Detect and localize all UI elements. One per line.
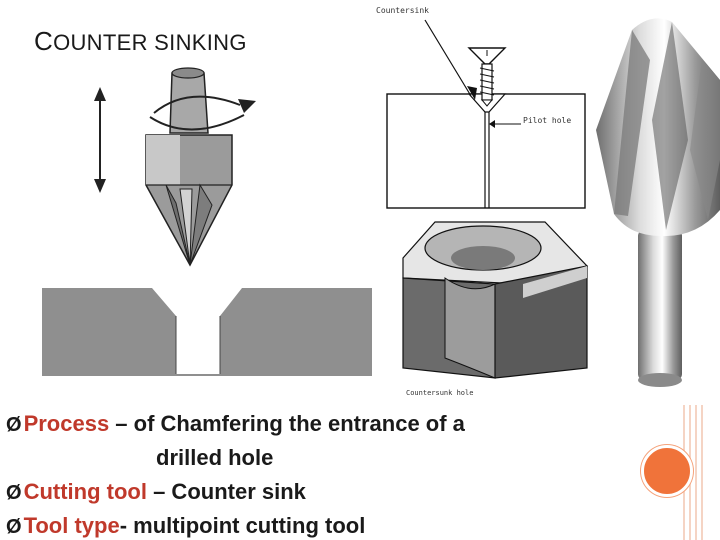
bullet-process-label: Process (24, 411, 110, 436)
countersink-tool-illustration (80, 65, 280, 280)
bullet-tool-type: ØTool type- multipoint cutting tool (6, 513, 365, 539)
decorative-circle (641, 445, 693, 497)
bullet-cutting-tool-text: – Counter sink (147, 479, 306, 504)
title-rest: OUNTER SINKING (53, 30, 247, 55)
countersink-bit-photo (592, 0, 720, 395)
bullet-cutting-tool: ØCutting tool – Counter sink (6, 479, 306, 505)
feed-arrow-icon (94, 87, 106, 193)
screw-countersink-diagram (385, 8, 590, 213)
workpiece-cross-section (42, 288, 372, 376)
pilot-hole-caption: Pilot hole (523, 116, 571, 125)
bullet-tool-type-label: Tool type (24, 513, 120, 538)
bullet-arrow-icon: Ø (6, 414, 22, 436)
countersunk-hole-caption: Countersunk hole (406, 389, 473, 397)
countersunk-hole-3d-diagram (395, 218, 595, 388)
bullet-process-text: – of Chamfering the entrance of a (109, 411, 465, 436)
countersink-caption: Countersink (376, 6, 429, 15)
bullet-process: ØProcess – of Chamfering the entrance of… (6, 411, 465, 437)
bullet-arrow-icon: Ø (6, 516, 22, 538)
bullet-cutting-tool-label: Cutting tool (24, 479, 147, 504)
bullet-process-continuation: drilled hole (156, 445, 273, 471)
bullet-arrow-icon: Ø (6, 482, 22, 504)
bullet-tool-type-text: - multipoint cutting tool (120, 513, 366, 538)
slide-title: COUNTER SINKING (34, 26, 247, 57)
title-first-letter: C (34, 26, 53, 56)
